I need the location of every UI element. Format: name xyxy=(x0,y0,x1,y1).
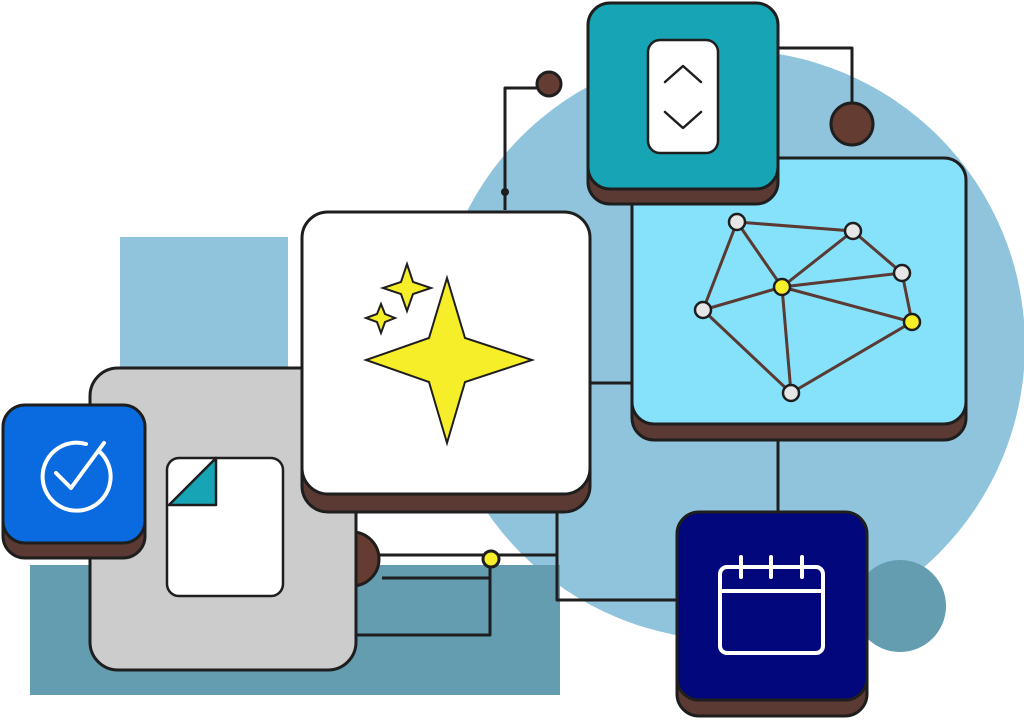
sparkle-icon xyxy=(362,260,536,447)
connector-dot-yellow xyxy=(481,549,501,569)
up-down-chevron-icon xyxy=(646,38,720,155)
check-circle-icon xyxy=(40,440,113,513)
network-graph-icon xyxy=(693,212,922,403)
connector-dot-small xyxy=(501,188,509,196)
stepper-tile xyxy=(586,1,780,206)
document-tile xyxy=(88,366,358,672)
network-tile xyxy=(630,156,968,442)
background-light-rect xyxy=(120,237,288,367)
document-icon xyxy=(165,456,285,598)
connector-dot-top xyxy=(535,70,563,98)
calendar-icon xyxy=(718,555,825,655)
connector-dot-right xyxy=(829,101,875,147)
check-tile xyxy=(1,403,147,560)
calendar-tile xyxy=(675,510,869,718)
background-small-circle xyxy=(854,560,946,652)
sparkle-tile xyxy=(300,210,592,514)
